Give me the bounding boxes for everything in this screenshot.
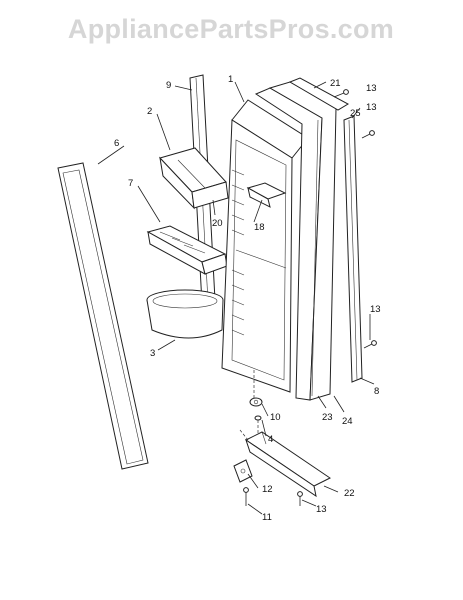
callout-12: 12 (262, 484, 273, 495)
hinge-bushing (249, 370, 263, 436)
dairy-compartment (159, 147, 229, 210)
callout-13-bottom: 13 (316, 504, 327, 515)
callout-2: 2 (147, 106, 152, 117)
screw-icon (361, 130, 375, 139)
door-liner (221, 99, 309, 393)
door-shelf-rack (146, 225, 228, 275)
callout-13-upper: 13 (366, 102, 377, 113)
callout-23: 23 (322, 412, 333, 423)
callout-11: 11 (262, 512, 272, 523)
liner-shelf (246, 182, 287, 208)
callout-13-side: 13 (370, 304, 381, 315)
callout-18: 18 (254, 222, 265, 233)
leader-lines (97, 81, 375, 515)
callout-20: 20 (212, 218, 223, 229)
hinge-block (233, 459, 253, 483)
door-gasket (57, 162, 149, 470)
callout-25: 25 (350, 108, 361, 119)
callout-6: 6 (114, 138, 119, 149)
callout-10: 10 (270, 412, 281, 423)
callout-8: 8 (374, 386, 379, 397)
callout-9: 9 (166, 80, 171, 91)
callout-labels: 1 2 3 4 6 7 8 9 10 11 12 13 13 13 13 18 … (114, 74, 381, 523)
bottom-hinge-plate (239, 429, 331, 498)
screw-icon (333, 89, 349, 98)
callout-1: 1 (228, 74, 233, 85)
screw-icon (297, 491, 303, 506)
screw-icon (363, 340, 377, 349)
screw-icon (243, 487, 249, 506)
callout-21: 21 (330, 78, 341, 89)
callout-7: 7 (128, 178, 133, 189)
door-bin (146, 289, 224, 339)
callout-22: 22 (344, 488, 355, 499)
callout-13-top: 13 (366, 83, 377, 94)
callout-3: 3 (150, 348, 155, 359)
side-trim (343, 115, 363, 383)
callout-24: 24 (342, 416, 353, 427)
top-trim (288, 77, 350, 111)
watermark-text: AppliancePartsPros.com (68, 14, 394, 44)
callout-4: 4 (268, 434, 273, 445)
